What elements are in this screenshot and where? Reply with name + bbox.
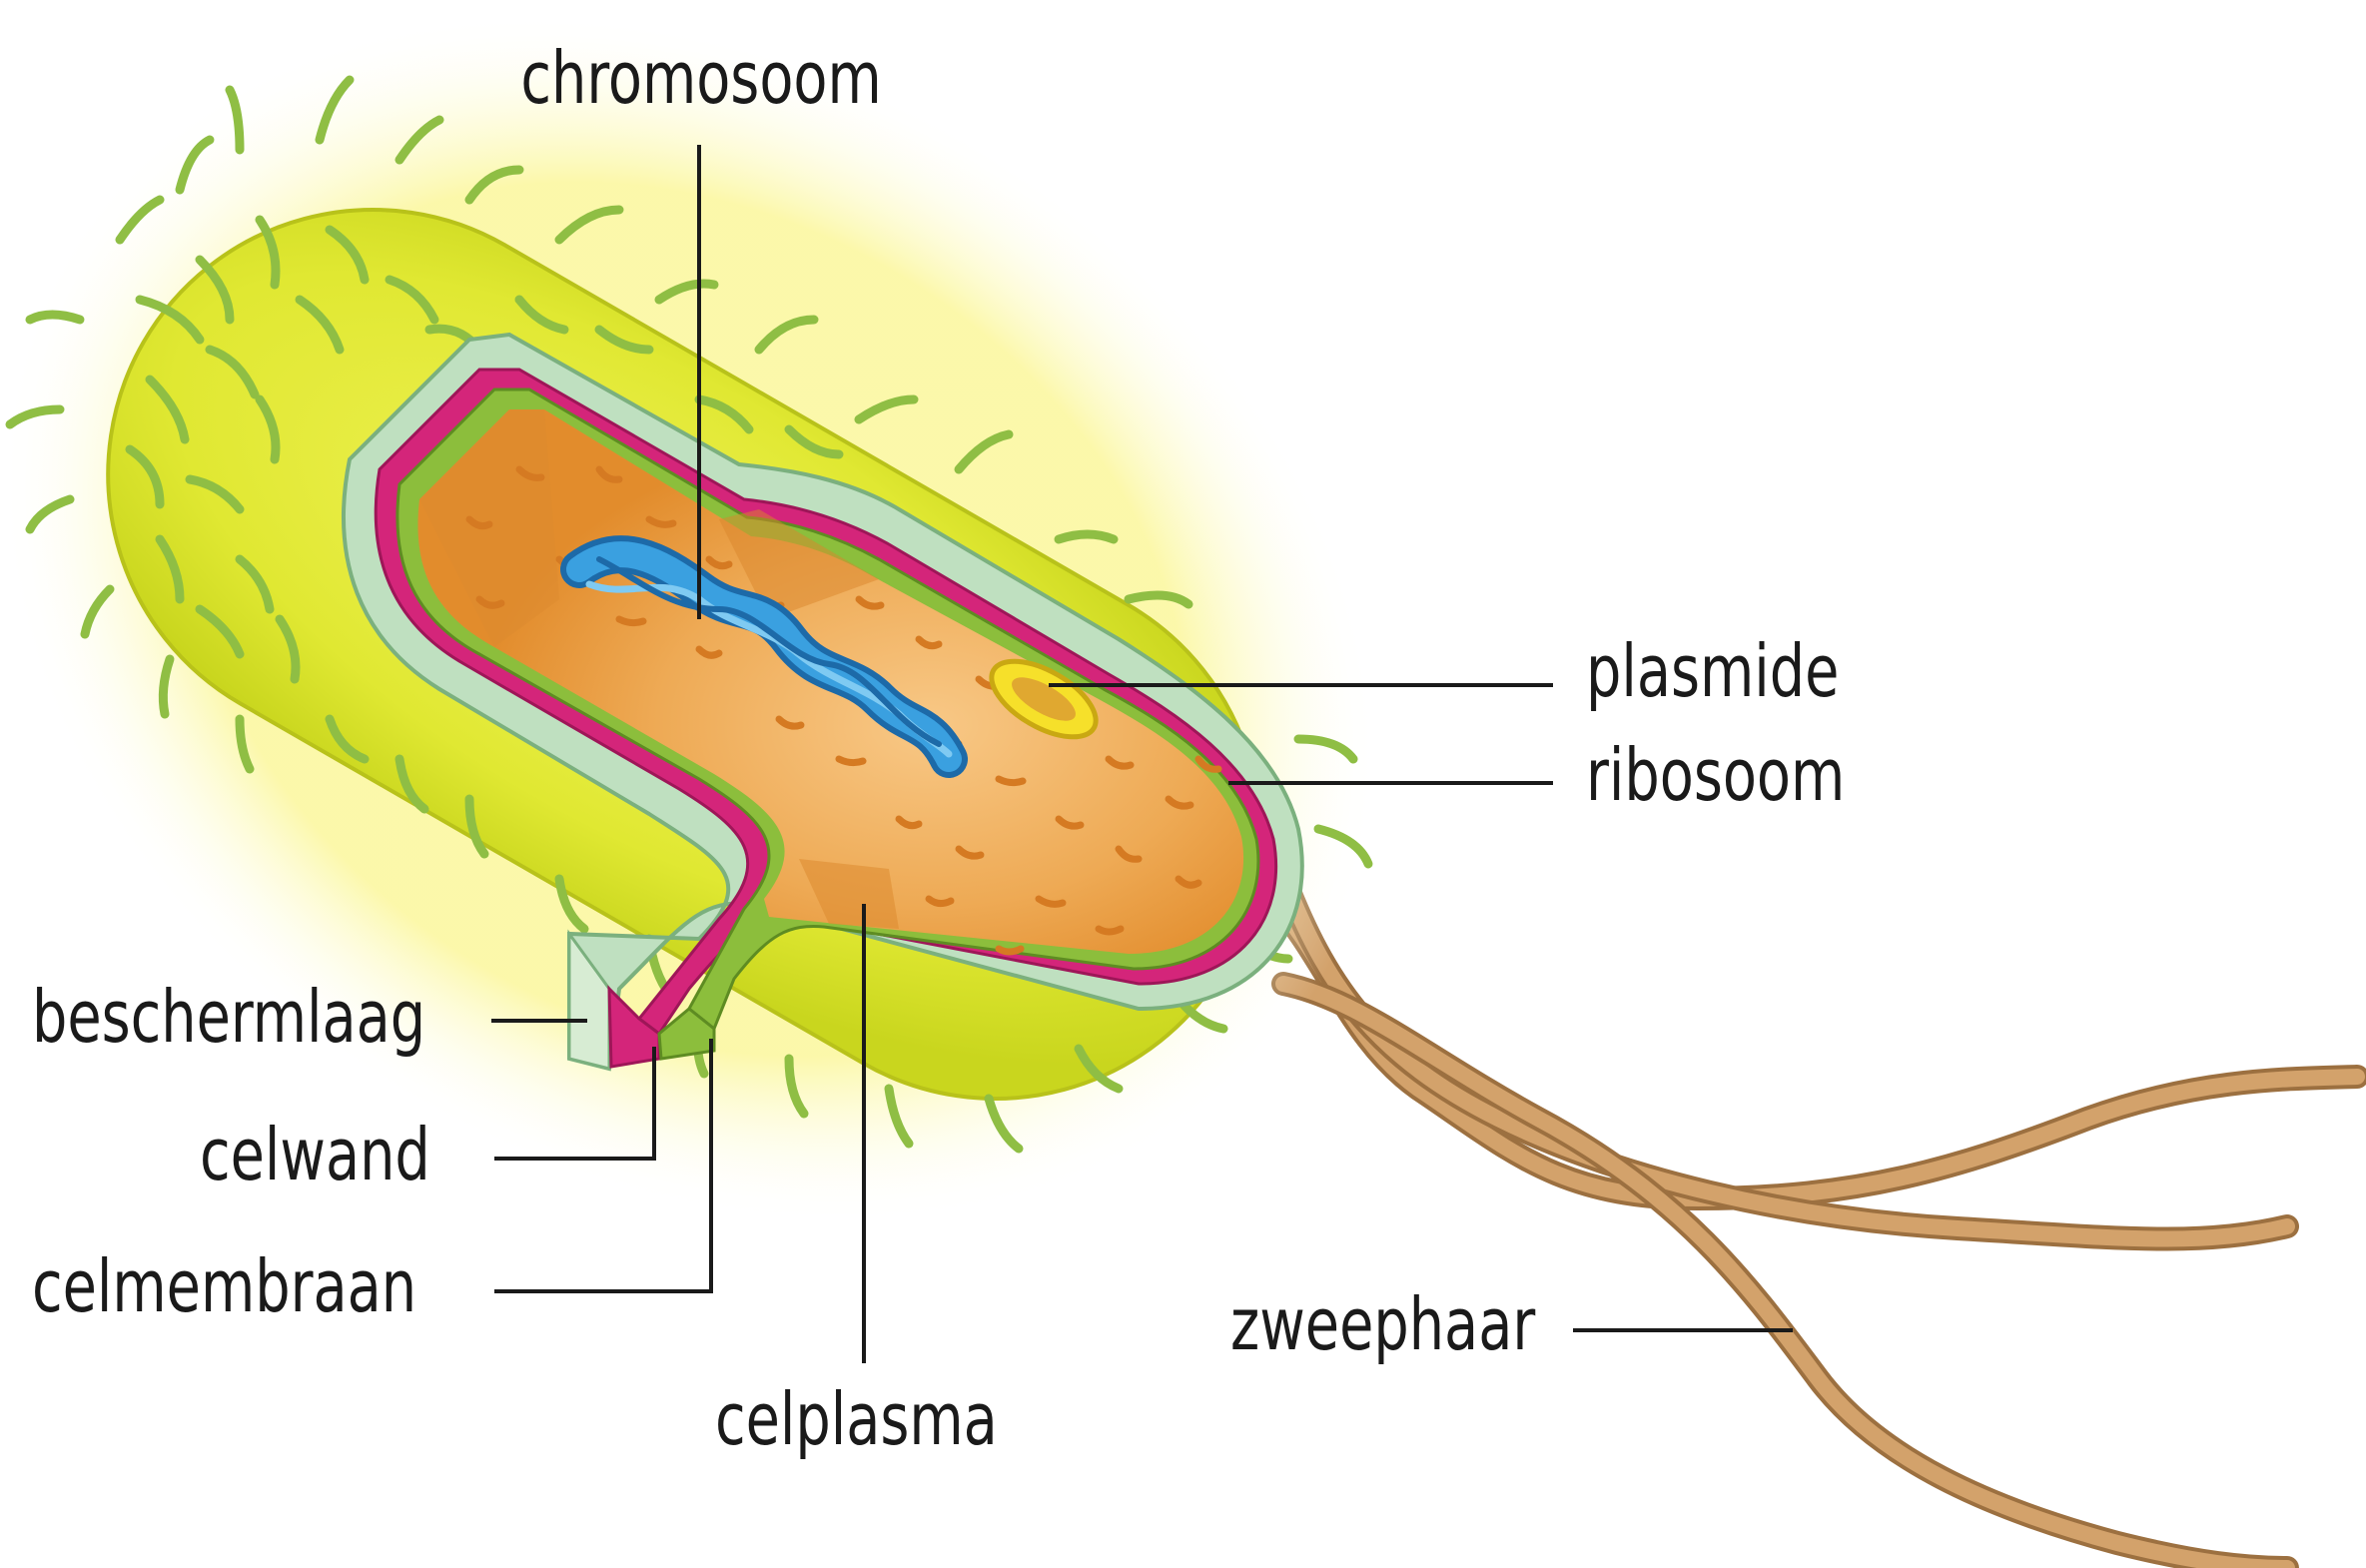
label-ribosoom: ribosoom <box>1586 739 1845 811</box>
label-celplasma: celplasma <box>715 1383 998 1455</box>
label-beschermlaag: beschermlaag <box>32 981 425 1053</box>
flagella <box>1242 875 2357 1568</box>
label-celmembraan: celmembraan <box>32 1250 416 1322</box>
label-zweephaar: zweephaar <box>1230 1288 1535 1360</box>
label-chromosoom: chromosoom <box>520 42 881 114</box>
label-plasmide: plasmide <box>1586 635 1839 707</box>
label-celwand: celwand <box>200 1119 430 1190</box>
